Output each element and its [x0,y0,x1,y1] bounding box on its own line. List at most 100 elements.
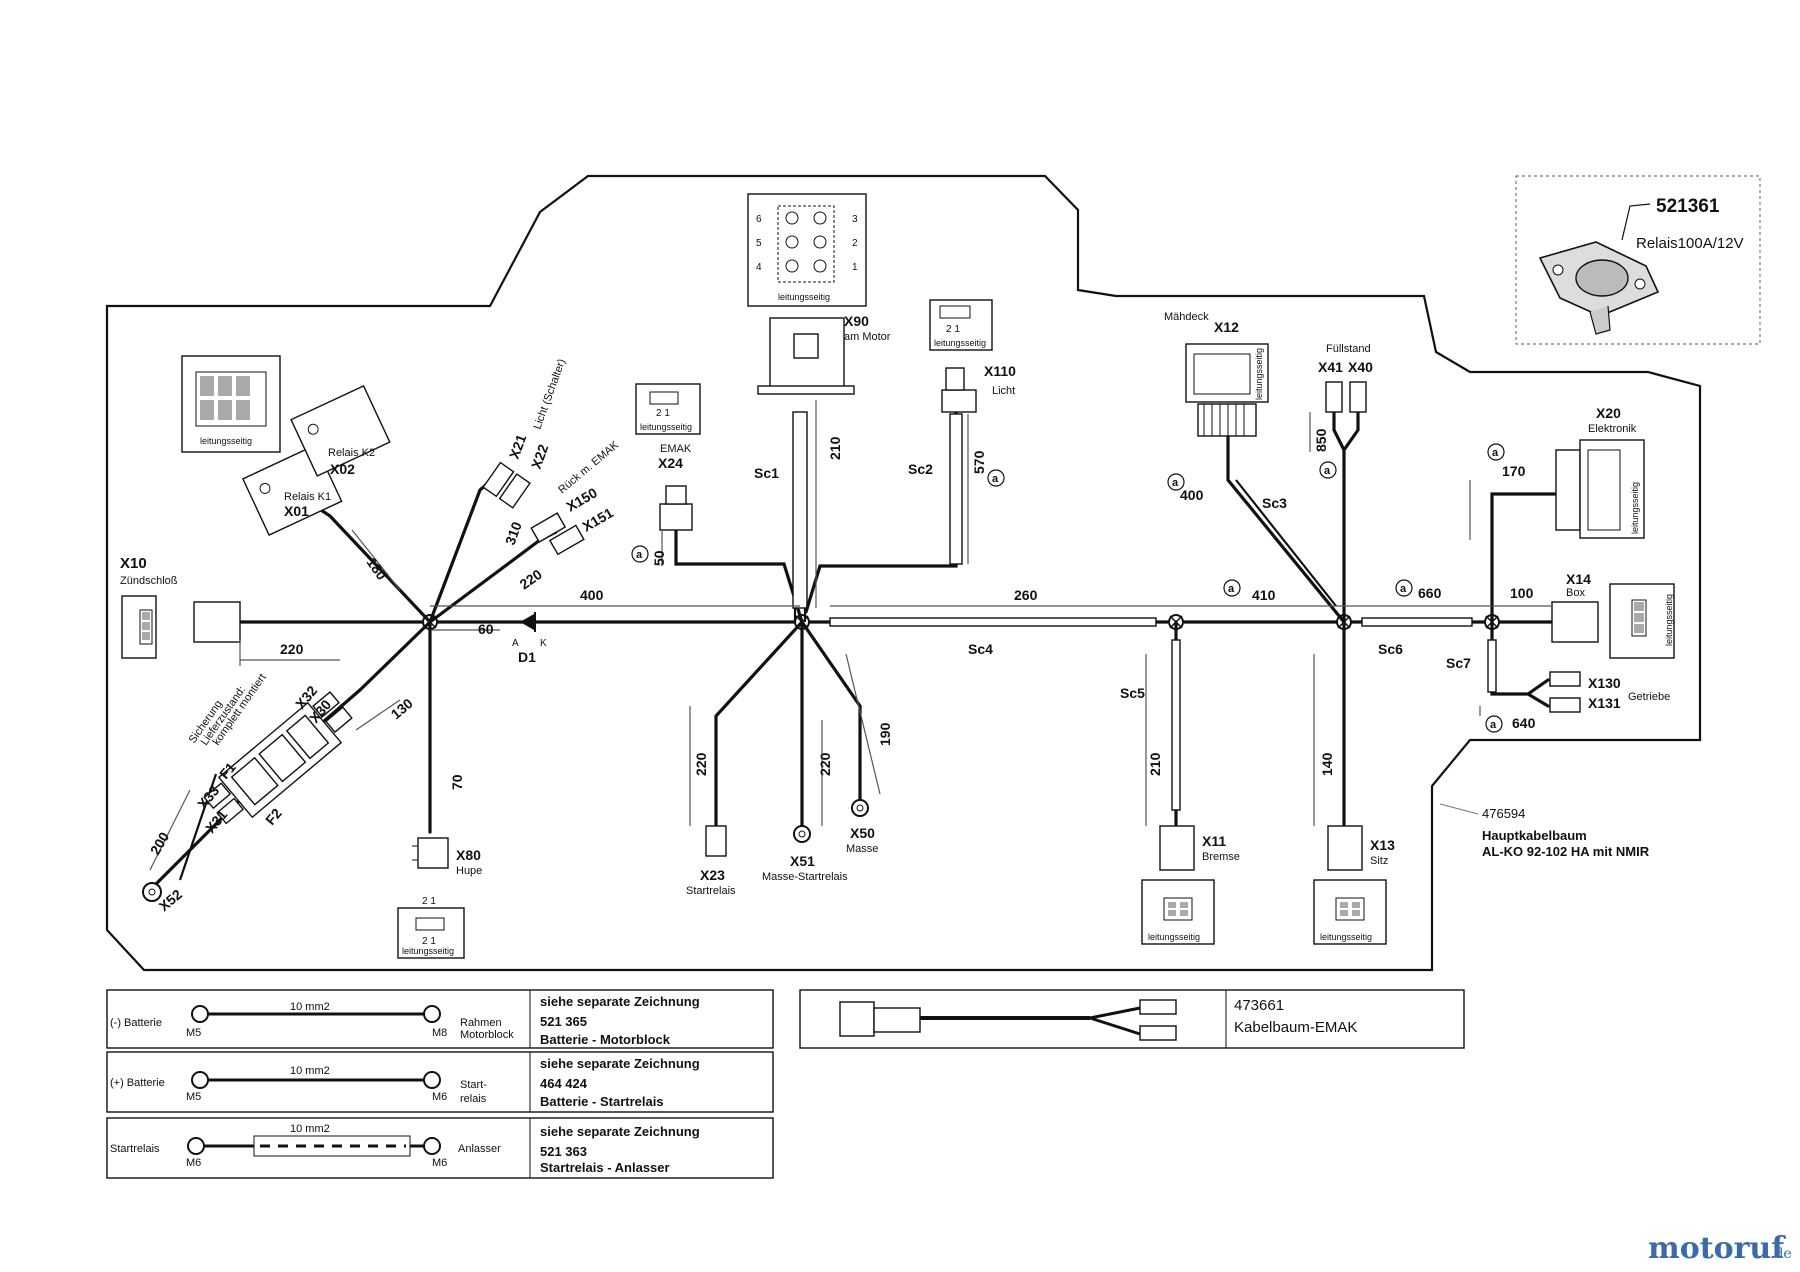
dim-660: 660 [1418,585,1442,601]
x80-inset-pins-label: 2 1 [422,936,436,947]
svg-text:473661: 473661 [1234,997,1284,1014]
dim-400b: 400 [1180,487,1204,503]
main-harness-leader [1439,803,1479,815]
x41-desc: Füllstand [1326,343,1371,355]
x02-label: X02 [330,461,355,477]
relay-k1-label: Relais K1 [284,491,331,503]
dim-100: 100 [1510,585,1534,601]
svg-text:M6: M6 [432,1157,447,1169]
x14-label: X14 [1566,571,1591,587]
diode-a: A [512,638,519,649]
diode-d1 [520,612,536,632]
dim-640: 640 [1512,715,1536,731]
sc3-label: Sc3 [1262,495,1287,511]
svg-text:siehe separate Zeichnung: siehe separate Zeichnung [540,1056,700,1071]
x90-desc: am Motor [844,331,891,343]
svg-text:a: a [1492,447,1499,459]
x90-label: X90 [844,313,869,329]
x13-side: leitungsseitig [1320,932,1372,942]
dim-170: 170 [1502,463,1526,479]
sleeve-sc2 [949,413,963,565]
x24-inset-pins [649,391,679,405]
f2-label: F2 [262,805,285,828]
x90-inset [747,193,867,307]
dim-70: 70 [449,774,465,790]
svg-text:(-) Batterie: (-) Batterie [110,1017,162,1029]
x90-pin3: 3 [852,214,858,225]
svg-text:10 mm2: 10 mm2 [290,1065,330,1077]
svg-text:siehe separate Zeichnung: siehe separate Zeichnung [540,1124,700,1139]
svg-text:Kabelbaum-EMAK: Kabelbaum-EMAK [1234,1019,1357,1036]
watermark-brand: motoruf [1648,1231,1786,1266]
fuse-block [203,690,353,825]
x50-label: X50 [850,825,875,841]
x24-inset-side: leitungsseitig [640,422,692,432]
relay-part-number: 521361 [1656,196,1720,217]
x80-top-pins: 2 1 [422,896,436,907]
svg-text:Rahmen: Rahmen [460,1017,502,1029]
svg-text:a: a [1172,477,1179,489]
relay-part-box [1515,175,1761,345]
wire-x12 [1226,434,1346,624]
marker-a-text: a a a a a a a a [636,447,1499,731]
svg-text:521 365: 521 365 [540,1014,587,1029]
dim-210a: 210 [827,436,843,460]
dim-220c: 220 [693,752,709,776]
sleeve-sc4 [829,617,1157,627]
wire-fuse [358,620,432,692]
dim-850: 850 [1313,428,1329,452]
dim-180: 180 [364,555,391,583]
x80-inset-pins [415,917,445,931]
connector-x14 [1551,583,1675,659]
connector-x110 [941,367,977,413]
x21-label: X21 [506,432,530,461]
wire-x24 [674,528,804,624]
dim-60: 60 [478,621,494,637]
x40-label: X40 [1348,359,1373,375]
sleeve-sc1 [792,411,808,609]
svg-text:(+) Batterie: (+) Batterie [110,1077,165,1089]
dim-220d: 220 [817,752,833,776]
x10-label: X10 [120,555,147,572]
x90-pin4: 4 [756,262,762,273]
dim-190: 190 [877,722,893,746]
x20-label: X20 [1596,405,1621,421]
svg-text:Anlasser: Anlasser [458,1143,501,1155]
connector-x20 [1555,439,1645,539]
svg-text:Startrelais: Startrelais [110,1143,160,1155]
svg-text:a: a [1490,719,1497,731]
x90-pin5: 5 [756,238,762,249]
svg-text:a: a [1228,583,1235,595]
dim-130: 130 [388,695,416,722]
x13-desc: Sitz [1370,855,1388,867]
x21-desc: Licht (Schalter) [532,357,569,431]
svg-text:siehe separate Zeichnung: siehe separate Zeichnung [540,994,700,1009]
x10-desc: Zündschloß [120,575,178,587]
x110-inset-pins [939,305,971,319]
board-outline [105,174,1702,972]
cable-table-1: (-) Batterie 10 mm2 M5 M8 Rahmen Motorbl… [106,989,774,1049]
x12-desc: Mähdeck [1164,311,1209,323]
x80-inset-side: leitungsseitig [402,946,454,956]
relay-inset-pins [195,371,267,427]
x41-label: X41 [1318,359,1343,375]
x151-label: X151 [580,504,617,534]
relay-k2-label: Relais K2 [328,447,375,459]
x80-inset [397,907,465,959]
connector-x90 [757,317,855,395]
x24-inset-pins-label: 2 1 [656,408,670,419]
wire-x20 [1490,492,1562,624]
x14-side: leitungsseitig [1664,594,1674,646]
connector-x80 [412,837,449,869]
wire-x130 [1490,620,1550,708]
connector-x13 [1313,825,1387,945]
sc7-label: Sc7 [1446,655,1471,671]
x130-desc: Getriebe [1628,691,1670,703]
dim-260: 260 [1014,587,1038,603]
svg-text:M8: M8 [432,1027,447,1039]
svg-text:Batterie - Startrelais: Batterie - Startrelais [540,1094,664,1109]
ring-x51 [793,825,811,843]
x23-desc: Startrelais [686,885,736,897]
connector-x41-x40 [1325,381,1367,413]
